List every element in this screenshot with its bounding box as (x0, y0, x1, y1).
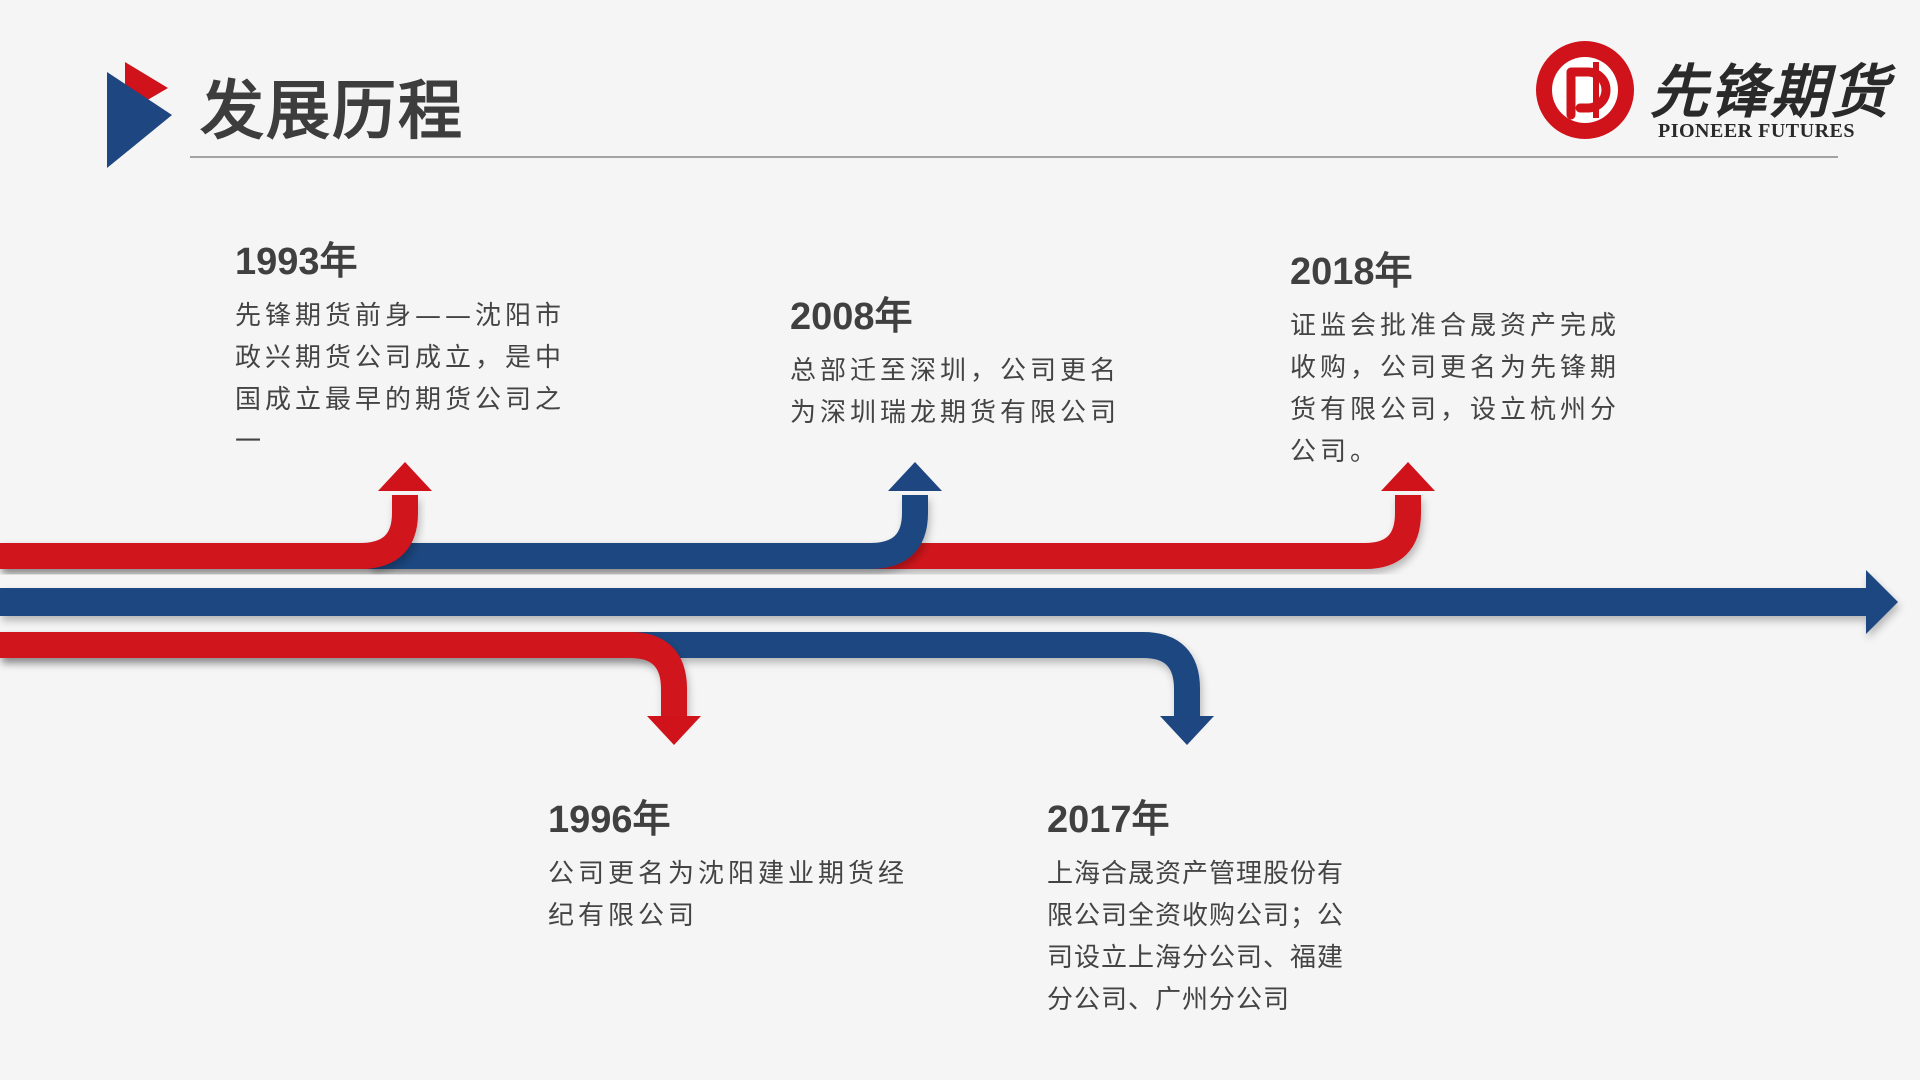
timeline-branch-2018 (0, 495, 1421, 569)
main-timeline-axis (0, 570, 1898, 634)
branch-arrow-2018 (1381, 462, 1435, 491)
pioneer-logo-icon (1536, 41, 1634, 139)
event-1996: 1996年 公司更名为沈阳建业期货经纪有限公司 (548, 788, 918, 937)
event-year: 2018年 (1290, 251, 1413, 293)
branch-arrow-2017 (1160, 716, 1214, 745)
branch-arrow-2008 (888, 462, 942, 491)
page-title: 发展历程 (200, 75, 464, 149)
timeline-branch-2008 (370, 495, 928, 569)
event-2017: 2017年 上海合晟资产管理股份有限公司全资收购公司；公司设立上海分公司、福建分… (1047, 788, 1367, 1021)
event-year: 2008年 (790, 296, 913, 338)
timeline-branch-2017 (0, 632, 1200, 720)
title-chevron-icon (107, 62, 172, 168)
branch-arrow-1993 (378, 462, 432, 491)
timeline-branch-1993 (0, 495, 418, 569)
branch-arrow-1996 (647, 716, 701, 745)
event-description: 证监会批准合晟资产完成收购，公司更名为先锋期货有限公司，设立杭州分公司。 (1290, 311, 1621, 467)
event-year: 1993年 (235, 241, 358, 283)
event-description: 先锋期货前身——沈阳市政兴期货公司成立，是中国成立最早的期货公司之一 (235, 301, 566, 457)
event-1993: 1993年 先锋期货前身——沈阳市政兴期货公司成立，是中国成立最早的期货公司之一 (235, 230, 575, 463)
event-description: 上海合晟资产管理股份有限公司全资收购公司；公司设立上海分公司、福建分公司、广州分… (1047, 859, 1345, 1015)
event-2008: 2008年 总部迁至深圳，公司更名为深圳瑞龙期货有限公司 (790, 285, 1130, 434)
logo-name-cn: 先锋期货 (1650, 58, 1891, 126)
logo-name-en: PIONEER FUTURES (1658, 120, 1855, 142)
event-year: 1996年 (548, 799, 671, 841)
event-2018: 2018年 证监会批准合晟资产完成收购，公司更名为先锋期货有限公司，设立杭州分公… (1290, 240, 1630, 473)
event-year: 2017年 (1047, 799, 1170, 841)
event-description: 公司更名为沈阳建业期货经纪有限公司 (548, 859, 909, 931)
event-description: 总部迁至深圳，公司更名为深圳瑞龙期货有限公司 (790, 356, 1121, 428)
timeline-branch-1996 (0, 632, 687, 720)
